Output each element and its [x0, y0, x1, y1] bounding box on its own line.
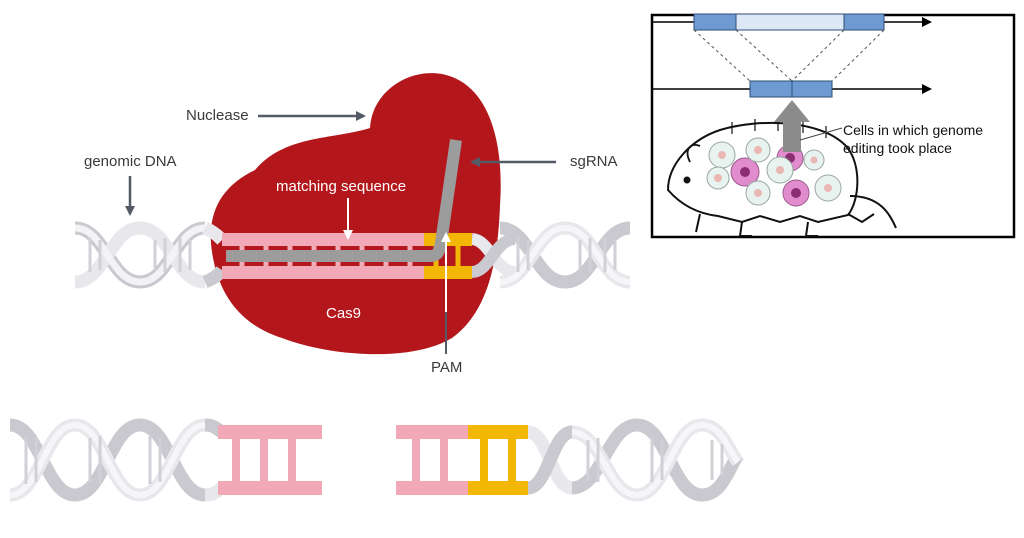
label-pam: PAM: [431, 359, 462, 376]
label-sgrna: sgRNA: [570, 153, 618, 170]
inset-caption-line2: editing took place: [843, 140, 952, 156]
label-matching-sequence: matching sequence: [276, 178, 406, 195]
inset-joined-segment-right: [791, 80, 833, 98]
inset-caption-line1: Cells in which genome: [843, 122, 983, 138]
cells: [706, 137, 842, 207]
target-strand-top: [222, 233, 434, 246]
label-nuclease: Nuclease: [186, 107, 249, 124]
target-strand-bottom: [222, 266, 434, 279]
cut-dna-left: [8, 418, 322, 502]
label-cas9: Cas9: [326, 305, 361, 322]
genomic-dna-helix-left: [74, 221, 206, 289]
label-genomic-dna: genomic DNA: [84, 153, 177, 170]
inset-segment-right: [843, 13, 885, 31]
cut-dna-right: [396, 418, 744, 502]
mouse-eye: [683, 176, 691, 184]
inset-panel: Cells in which genome editing took place: [650, 13, 1016, 239]
inset-joined-segment-left: [749, 80, 793, 98]
inset-segment-left: [693, 13, 737, 31]
pam-strand-bottom: [424, 266, 472, 279]
genomic-dna-helix-right: [499, 221, 631, 289]
inset-up-arrow: [774, 100, 810, 152]
inset-segment-middle: [735, 13, 845, 31]
cas9-protein: [210, 73, 501, 355]
